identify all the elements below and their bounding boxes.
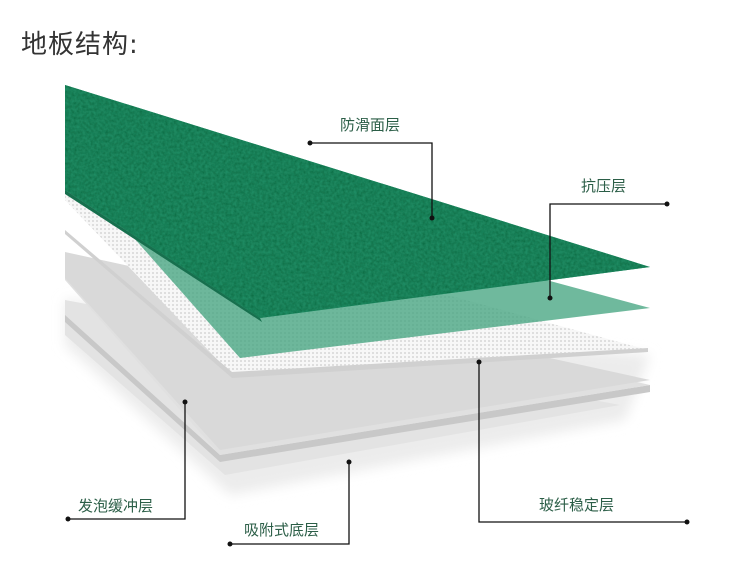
anti-slip-top-layer (65, 85, 650, 322)
leader-dots (65, 140, 690, 547)
label-base-layer: 吸附式底层 (244, 521, 320, 539)
leader-fiberglass (478, 362, 687, 523)
leader-base (230, 462, 350, 545)
leader-pressure (549, 203, 667, 298)
leader-foam (68, 402, 186, 520)
label-anti-slip-layer: 防滑面层 (340, 116, 401, 134)
label-fiberglass-layer: 玻纤稳定层 (539, 496, 615, 514)
leader-lines (68, 142, 687, 545)
label-pressure-layer: 抗压层 (581, 177, 627, 195)
label-foam-layer: 发泡缓冲层 (78, 497, 154, 515)
leader-anti-slip (310, 142, 433, 218)
page-title: 地板结构: (21, 30, 139, 60)
